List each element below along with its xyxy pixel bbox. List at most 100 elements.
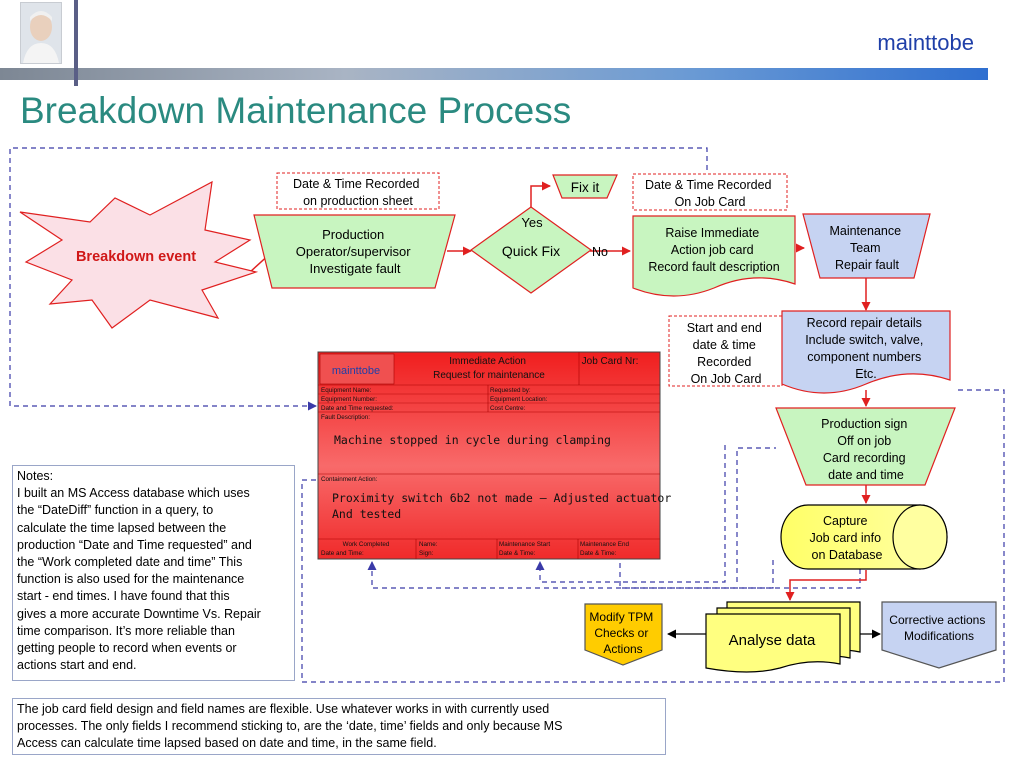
notes-line: I built an MS Access database which uses [17,486,250,501]
requested-by-field: Requested by: [490,387,531,394]
svg-text:Proximity switch 6b2 not made: Proximity switch 6b2 not made – Adjusted… [332,491,678,521]
header-divider [74,0,78,86]
containment-text-2: And tested [332,507,401,521]
raise-line-1: Raise Immediate [665,226,759,240]
job-card-heading-2: Request for maintenance [433,370,545,381]
raise-line-2: Action job card [671,243,754,257]
notes-line: the “DateDiff” function in a query, to [17,503,214,518]
footnote-line: The job card field design and field name… [17,702,550,716]
record-repair-line-3: component numbers [807,350,921,364]
page-title: Breakdown Maintenance Process [20,90,572,131]
notes-line: Notes: [17,469,54,483]
team-line-2: Team [850,241,881,255]
modify-line-3: Actions [603,642,642,656]
operator-line-1: Production [322,227,384,242]
modify-line-1: Modify TPM [589,610,653,624]
team-line-3: Repair fault [835,258,899,272]
svg-text:Work Completed: Work Completed [343,541,390,548]
svg-text:Record repair details Incl: Record repair details Include switch, va… [805,316,927,381]
brand-logo-text: mainttobe [877,30,974,55]
modify-line-2: Checks or [594,626,648,640]
footnote-line: processes. The only fields I recommend s… [17,719,563,734]
raise-line-3: Record fault description [648,260,779,274]
footnote-box: The job card field design and field name… [12,698,666,755]
capture-line-2: Job card info [809,531,881,545]
flow-arrows [249,181,871,601]
notes-line: calculate the time lapsed between the [17,520,227,535]
svg-text:Date & Time Recorded On Jo: Date & Time Recorded On Job Card [645,178,775,209]
svg-text:Production sign Off on job: Production sign Off on job Card recordin… [821,417,911,482]
equipment-location-field: Equipment Location: [490,396,548,403]
svg-text:Raise Immediate Action job: Raise Immediate Action job card Record f… [648,226,779,274]
analyse-data-shape [705,601,861,673]
date-production-line-2: on production sheet [303,194,413,208]
author-photo [20,2,62,64]
maintenance-end-date-label: Date & Time: [580,550,617,557]
fault-description-label: Fault Description: [321,414,370,421]
svg-text:Modify TPM Checks or A: Modify TPM Checks or Actions [589,610,656,656]
operator-investigate-shape [253,214,456,289]
containment-action-label: Containment Action: [321,476,378,483]
svg-text:Production Operator/superv: Production Operator/supervisor Investiga… [296,227,415,276]
work-completed-label: Work Completed [343,541,390,548]
notes-line: actions start and end. [17,658,137,673]
notes-line: start - end times. I have found that thi… [17,589,230,604]
modify-tpm-shape [584,603,663,666]
date-jobcard-line-2: On Job Card [675,195,746,209]
fix-it-shape [552,174,618,199]
svg-text:Capture Job card info: Capture Job card info on Database [809,514,884,562]
quick-fix-decision [469,206,593,294]
sign-label: Sign: [419,550,434,557]
svg-text:Date & Time Recorded on pr: Date & Time Recorded on production sheet [293,177,423,208]
notes-line: time comparison. It’s more reliable than [17,623,235,638]
operator-line-2: Operator/supervisor [296,244,412,259]
svg-text:Start and end date & time: Start and end date & time Recorded On Jo… [687,321,766,386]
work-completed-date-label: Date and Time: [321,550,364,557]
raise-jobcard-shape [632,215,796,297]
notes-line: production “Date and Time requested” and [17,537,252,552]
containment-text-1: Proximity switch 6b2 not made – Adjusted… [332,491,671,505]
corrective-actions-shape [881,601,997,669]
job-card [317,351,661,560]
signoff-line-1: Production sign [821,417,907,431]
no-label: No [592,245,608,259]
maintenance-start-date-label: Date & Time: [499,550,536,557]
job-card-heading-1: Immediate Action [449,356,526,367]
start-end-line-2: date & time [693,338,756,352]
operator-line-3: Investigate fault [309,261,400,276]
production-signoff-shape [775,407,956,486]
notes-box: Notes: I built an MS Access database whi… [12,465,295,681]
notes-line: the “Work completed date and time” This [17,555,243,570]
cost-centre-field: Cost Centre: [490,405,526,412]
capture-line-1: Capture [823,514,868,528]
notes-line: gives a more accurate Downtime Vs. Repai… [17,606,261,621]
date-production-box [276,172,440,210]
job-card-number-label: Job Card Nr: [582,356,639,367]
start-end-box [668,315,783,387]
svg-text:Immediate Action Request f: Immediate Action Request for maintenance [433,356,545,381]
corrective-line-1: Corrective actions [889,613,985,627]
header-bar [0,68,988,80]
svg-text:Corrective actions Modific: Corrective actions Modifications [889,613,988,643]
team-line-1: Maintenance [829,224,901,238]
capture-line-3: on Database [812,548,883,562]
date-jobcard-line-1: Date & Time Recorded [645,178,771,192]
yes-label: Yes [521,215,543,230]
svg-text:Maintenance Team Repai: Maintenance Team Repair fault [829,224,904,272]
date-jobcard-box [632,173,788,211]
equipment-name-field: Equipment Name: [321,387,372,394]
equipment-number-field: Equipment Number: [321,396,377,403]
maintenance-team-shape [802,213,931,279]
date-production-line-1: Date & Time Recorded [293,177,419,191]
date-requested-field: Date and Time requested: [321,405,394,412]
record-repair-line-1: Record repair details [807,316,922,330]
name-label: Name: [419,541,438,548]
signoff-line-3: Card recording [823,451,906,465]
fault-description-text: Machine stopped in cycle during clamping [334,433,611,447]
notes-line: function is also used for the maintenanc… [17,572,245,587]
record-repair-shape [781,310,951,394]
footnote-line: Access can calculate time lapsed based o… [17,736,437,751]
start-end-line-4: On Job Card [691,372,762,386]
analyse-data-label: Analyse data [729,632,816,649]
